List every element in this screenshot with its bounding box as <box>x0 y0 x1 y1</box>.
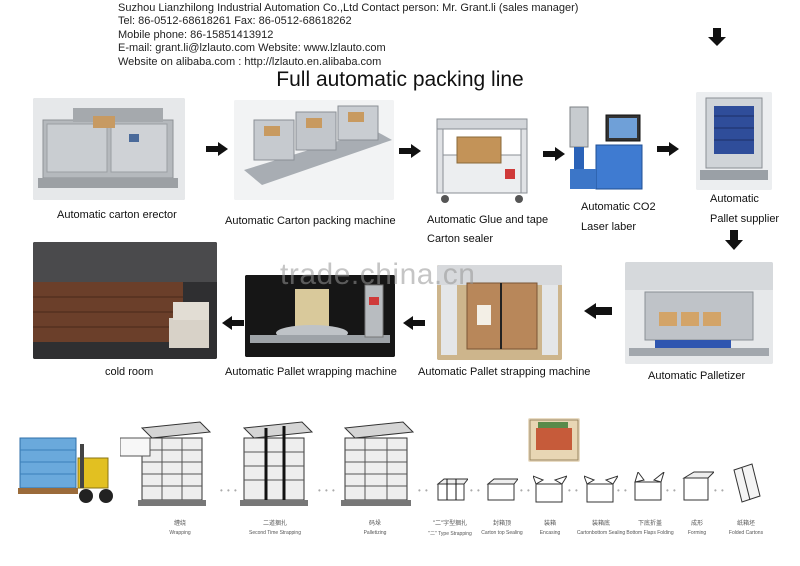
carton-sealed-icon <box>486 478 518 501</box>
label-pallet-wrapping: Automatic Pallet wrapping machine <box>225 366 397 378</box>
carton-strapped-icon <box>436 478 468 501</box>
arrow-right-icon <box>657 142 679 156</box>
step-label-en: Cartonbottom Sealing <box>576 530 626 536</box>
step-label-cn: 下底折盖 <box>637 521 662 527</box>
flow-dots: • • <box>568 486 579 495</box>
contact-line-tel: Tel: 86-0512-68618261 Fax: 86-0512-68618… <box>118 15 352 28</box>
step-label-en: Carton top Sealing <box>481 530 523 536</box>
step-label-cn: 成形 <box>690 521 703 527</box>
strapped-pallet-illustration <box>236 418 314 513</box>
flow-dots: • • <box>418 486 429 495</box>
arrow-right-icon <box>399 144 421 158</box>
label-laser-2: Laser laber <box>581 221 637 233</box>
flow-dots: • • • <box>220 486 238 495</box>
page-title: Full automatic packing line <box>276 68 524 91</box>
pallet-wrapping-photo <box>245 275 395 357</box>
arrow-left-icon <box>222 316 244 330</box>
step-label-en: Second Time Strapping <box>249 530 301 536</box>
label-cold-room: cold room <box>105 366 154 378</box>
product-bag-icon <box>528 418 580 462</box>
forklift-illustration <box>16 430 116 510</box>
step-label-en: Palletizing <box>363 530 387 536</box>
step-label-en: Forming <box>687 530 707 536</box>
carton-forming-icon <box>682 471 714 501</box>
label-laser-1: Automatic CO2 <box>581 201 656 213</box>
flow-dots: • • <box>470 486 481 495</box>
arrow-right-icon <box>543 147 565 161</box>
carton-packing-photo <box>234 100 394 200</box>
arrow-down-icon <box>725 230 743 250</box>
step-label-cn: 装箱 <box>543 521 556 527</box>
arrow-left-icon <box>403 316 425 330</box>
arrow-down-icon <box>708 28 726 46</box>
flow-dots: • • • <box>318 486 336 495</box>
label-glue-sealer-2: Carton sealer <box>427 233 494 245</box>
contact-line-alibaba: Website on alibaba.com : http://lzlauto.… <box>118 55 382 68</box>
flow-dots: • • <box>520 486 531 495</box>
pallet-strapping-photo <box>437 265 562 360</box>
co2-laser-photo <box>566 97 646 192</box>
step-label-cn: 缠绕 <box>173 521 186 527</box>
flow-dots: • • <box>666 486 677 495</box>
flow-dots: • • <box>714 486 725 495</box>
palletized-illustration <box>337 418 419 513</box>
carton-encasing-icon <box>533 475 567 503</box>
wrapped-pallet-illustration <box>120 418 215 513</box>
label-pallet-supplier-2: Pallet supplier <box>710 213 780 225</box>
carton-bottom-seal-icon <box>584 475 618 503</box>
label-pallet-supplier-1: Automatic <box>710 193 759 205</box>
contact-line-email: E-mail: grant.li@lzlauto.com Website: ww… <box>118 42 386 55</box>
arrow-right-icon <box>206 142 228 156</box>
carton-sealer-photo <box>427 115 539 205</box>
carton-erector-photo <box>33 98 185 200</box>
step-label-en: Bottom Flaps Folding <box>626 530 674 536</box>
step-label-cn: 封箱顶 <box>492 521 511 527</box>
flow-dots: • • <box>617 486 628 495</box>
contact-block: Suzhou Lianzhilong Industrial Automation… <box>118 2 578 69</box>
pallet-supplier-photo <box>696 92 772 190</box>
label-glue-sealer-1: Automatic Glue and tape <box>427 214 549 226</box>
step-label-en: Encasing <box>539 530 561 536</box>
label-carton-erector: Automatic carton erector <box>57 209 177 221</box>
contact-line-mobile: Mobile phone: 86-15851413912 <box>118 28 274 41</box>
carton-flaps-folding-icon <box>634 472 665 501</box>
step-label-cn: 纸箱坯 <box>736 521 755 527</box>
step-label-en: Folded Cartons <box>728 530 764 536</box>
contact-line-company: Suzhou Lianzhilong Industrial Automation… <box>118 2 579 14</box>
step-label-cn: "二"字型捆扎 <box>432 521 468 527</box>
cold-room-photo <box>33 242 217 359</box>
watermark-text: trade.china.cn <box>280 258 476 291</box>
step-label-en: Wrapping <box>169 530 191 536</box>
label-pallet-strapping: Automatic Pallet strapping machine <box>418 366 591 378</box>
step-label-cn: 二道捆扎 <box>262 521 287 527</box>
arrow-left-icon <box>584 303 612 319</box>
step-label-cn: 装箱底 <box>591 521 610 527</box>
folded-carton-icon <box>733 463 761 503</box>
label-palletizer: Automatic Palletizer <box>648 370 746 382</box>
label-carton-packing: Automatic Carton packing machine <box>225 215 396 227</box>
palletizer-photo <box>625 262 773 364</box>
step-label-en: "二" Type Strapping <box>428 531 472 537</box>
step-label-cn: 码垛 <box>368 521 381 527</box>
